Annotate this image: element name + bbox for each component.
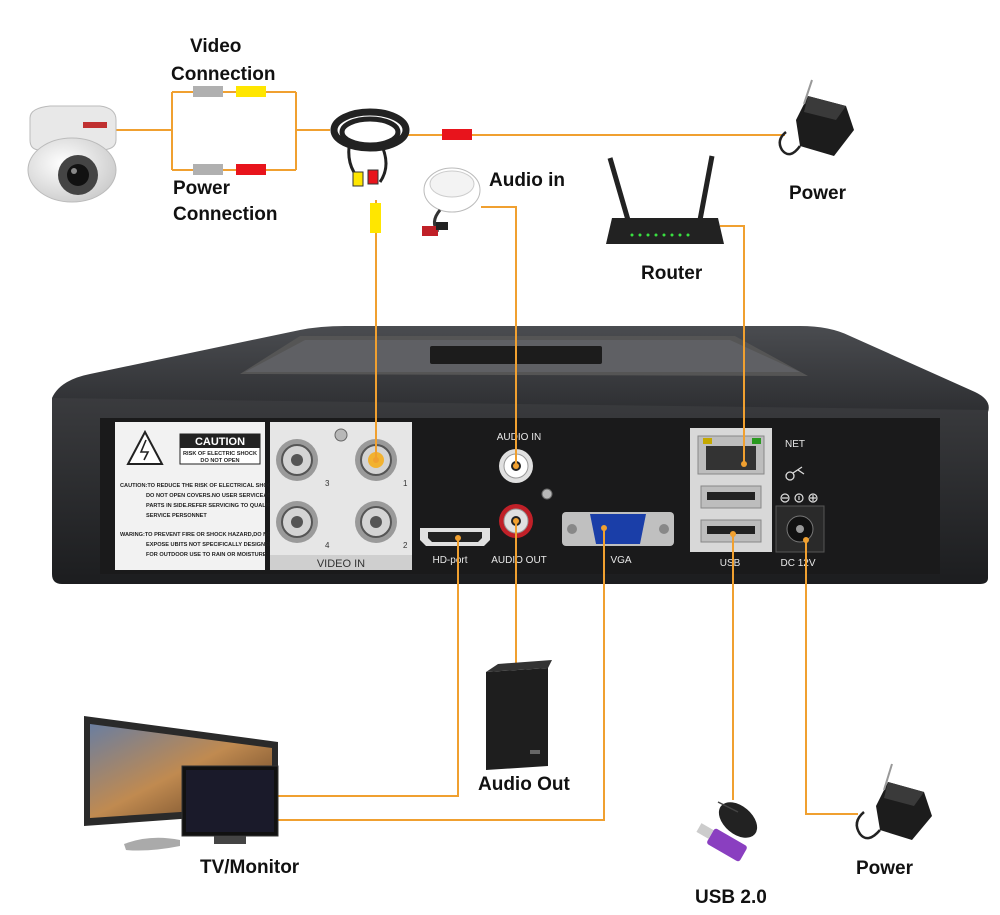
- wire-audio-in: [481, 206, 517, 466]
- dvr-recorder: CAUTION RISK OF ELECTRIC SHOCK DO NOT OP…: [52, 326, 989, 584]
- power-adapter-bottom: [855, 763, 932, 840]
- cable-coil: [330, 108, 410, 187]
- power-adapter-top: [778, 79, 854, 156]
- usb-port-2[interactable]: [700, 519, 762, 543]
- net-port[interactable]: [697, 435, 765, 475]
- caution-line: FOR OUTDOOR USE TO RAIN OR MOISTURE: [146, 552, 267, 558]
- wire-vga: [278, 528, 605, 821]
- usb-devices: [696, 801, 758, 862]
- microphone: [422, 167, 481, 236]
- audio-out-panel-label: AUDIO OUT: [491, 555, 547, 566]
- bnc-port-3[interactable]: [276, 439, 318, 481]
- power-connection-label-line2: Connection: [173, 204, 278, 225]
- caution-title: CAUTION: [195, 436, 245, 448]
- tv-monitor: [84, 716, 279, 851]
- hd-port-panel-label: HD-port: [432, 555, 467, 566]
- speaker: [486, 660, 552, 770]
- caution-line: DO NOT OPEN COVERS.NO USER SERVICEABLE: [146, 493, 279, 499]
- video-in-panel-label: VIDEO IN: [317, 558, 365, 570]
- wire-split-connections: [171, 91, 297, 171]
- channel-1-label: 1: [403, 479, 408, 488]
- audio-in-label: Audio in: [489, 170, 565, 191]
- caution-line: SERVICE PERSONNET: [146, 513, 207, 519]
- ground-icon: [785, 466, 805, 481]
- channel-4-label: 4: [325, 541, 330, 550]
- wiring: [110, 91, 858, 821]
- vga-panel-label: VGA: [610, 555, 631, 566]
- bnc-port-4[interactable]: [276, 501, 318, 543]
- video-connection-label-line2: Connection: [171, 64, 276, 85]
- power-connection-label-line1: Power: [173, 178, 231, 199]
- power-plug: [442, 129, 472, 140]
- wire-dc: [805, 540, 858, 815]
- power-plug: [236, 164, 266, 175]
- video-plug: [370, 203, 381, 233]
- caution-line: WARING:TO PREVENT FIRE OR SHOCK HAZARD,D…: [120, 532, 276, 538]
- bnc-port-2[interactable]: [355, 501, 397, 543]
- caution-sub2: DO NOT OPEN: [200, 458, 239, 464]
- wire-hd: [278, 538, 459, 797]
- caution-line: CAUTION:TO REDUCE THE RISK OF ELECTRICAL…: [120, 483, 278, 489]
- usb-panel-label: USB: [720, 558, 741, 569]
- video-connection-label-line1: Video: [190, 36, 242, 57]
- gray-plug: [193, 86, 223, 97]
- audio-in-panel-label: AUDIO IN: [497, 432, 541, 443]
- wire-router: [720, 225, 745, 464]
- dome-camera: [27, 105, 117, 203]
- router-label: Router: [641, 263, 703, 284]
- video-plug: [236, 86, 266, 97]
- caution-sub1: RISK OF ELECTRIC SHOCK: [183, 451, 257, 457]
- caution-line: EXPOSE UBITS NOT SPECIFICALLY DESIGNED: [146, 542, 273, 548]
- usb-port-1[interactable]: [700, 485, 762, 509]
- power-bottom-label: Power: [856, 858, 914, 879]
- caution-line: PARTS IN SIDE.REFER SERVICING TO QUALIFI…: [146, 503, 280, 509]
- channel-3-label: 3: [325, 479, 330, 488]
- tv-monitor-label: TV/Monitor: [200, 857, 300, 878]
- usb-label: USB 2.0: [695, 887, 767, 908]
- vga-port[interactable]: [562, 512, 674, 546]
- hd-port[interactable]: [420, 528, 490, 546]
- router: [606, 155, 724, 244]
- dc-panel-label: DC 12V: [780, 558, 815, 569]
- power-top-label: Power: [789, 183, 847, 204]
- audio-out-label: Audio Out: [478, 774, 570, 795]
- channel-2-label: 2: [403, 541, 408, 550]
- net-panel-label: NET: [785, 439, 805, 450]
- dc-port[interactable]: [775, 505, 825, 553]
- gray-plug: [193, 164, 223, 175]
- polarity-icon: [780, 493, 818, 503]
